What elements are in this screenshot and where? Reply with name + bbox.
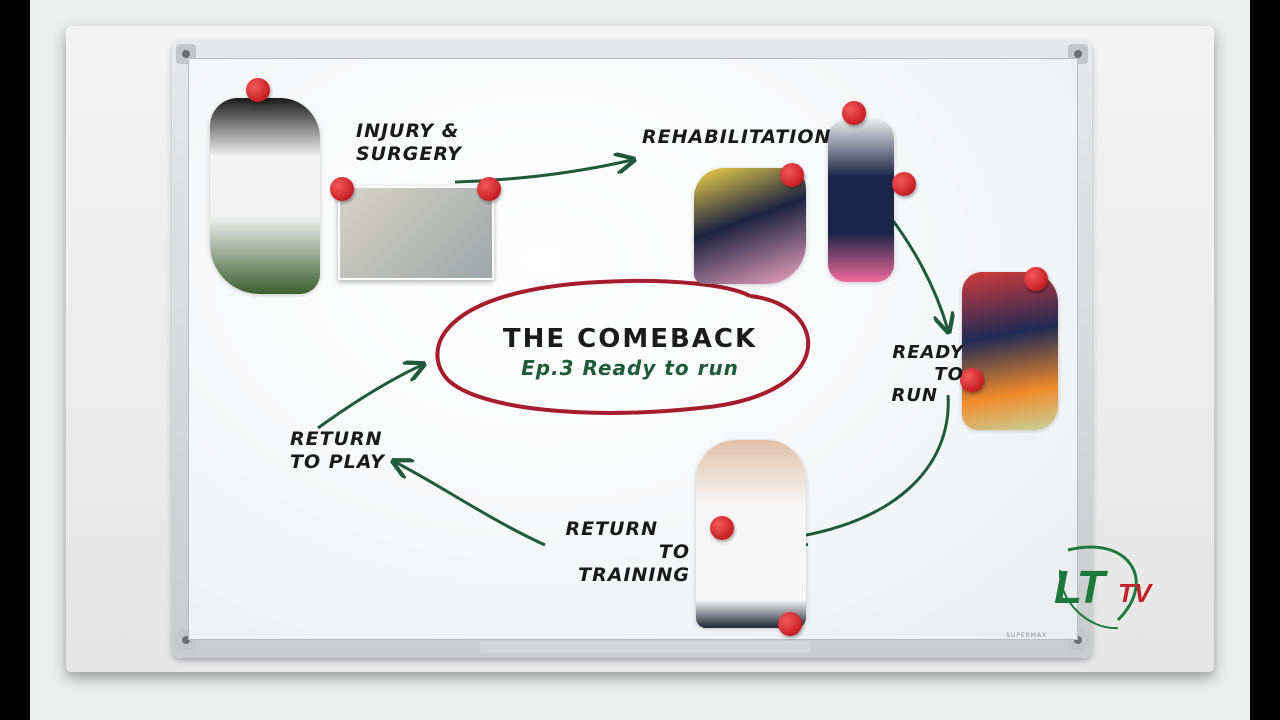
label-return-to-training: Return to training bbox=[540, 518, 690, 586]
page-title: THE COMEBACK bbox=[502, 324, 758, 354]
label-rehabilitation: Rehabilitation bbox=[642, 126, 831, 149]
episode-subtitle: Ep.3 Ready to run bbox=[521, 356, 739, 380]
label-line: run bbox=[891, 385, 938, 407]
label-line: Return bbox=[290, 428, 383, 450]
frame-screw bbox=[1074, 636, 1082, 644]
rehab-standing-cutout bbox=[828, 120, 894, 282]
pin bbox=[246, 78, 270, 102]
label-line: Ready to bbox=[892, 342, 964, 385]
pin bbox=[842, 101, 866, 125]
board-brand-label: SUPERMAX bbox=[1006, 632, 1048, 639]
ready-to-run-cutout bbox=[962, 272, 1058, 430]
frame-screw bbox=[182, 50, 190, 58]
pin bbox=[778, 612, 802, 636]
logo-lt-text: LT bbox=[1054, 561, 1105, 613]
pin bbox=[892, 172, 916, 196]
hospital-photo bbox=[338, 186, 494, 280]
pin bbox=[477, 177, 501, 201]
frame-screw bbox=[182, 636, 190, 644]
frame-screw bbox=[1074, 50, 1082, 58]
logo-swoosh bbox=[1058, 545, 1138, 630]
marker-tray bbox=[480, 641, 810, 653]
label-line: Rehabilitation bbox=[642, 126, 832, 148]
lttv-logo: LT TV bbox=[1048, 540, 1158, 640]
label-line: Injury & bbox=[356, 120, 460, 142]
pin bbox=[780, 163, 804, 187]
player-running-cutout bbox=[210, 98, 320, 294]
pin bbox=[330, 177, 354, 201]
pin bbox=[1024, 267, 1048, 291]
label-line: Return bbox=[565, 518, 658, 540]
label-line: to play bbox=[290, 450, 386, 473]
title-block: THE COMEBACK Ep.3 Ready to run bbox=[440, 280, 820, 410]
pin bbox=[710, 516, 734, 540]
label-line: Surgery bbox=[356, 142, 462, 165]
label-ready-to-run: Ready to run bbox=[858, 342, 964, 407]
rehab-kneeling-cutout bbox=[694, 168, 806, 284]
label-return-to-play: Return to play bbox=[290, 428, 385, 474]
label-line: to training bbox=[578, 540, 690, 586]
pin bbox=[960, 368, 984, 392]
logo-tv-text: TV bbox=[1118, 578, 1152, 608]
label-injury-surgery: Injury & Surgery bbox=[356, 120, 462, 166]
